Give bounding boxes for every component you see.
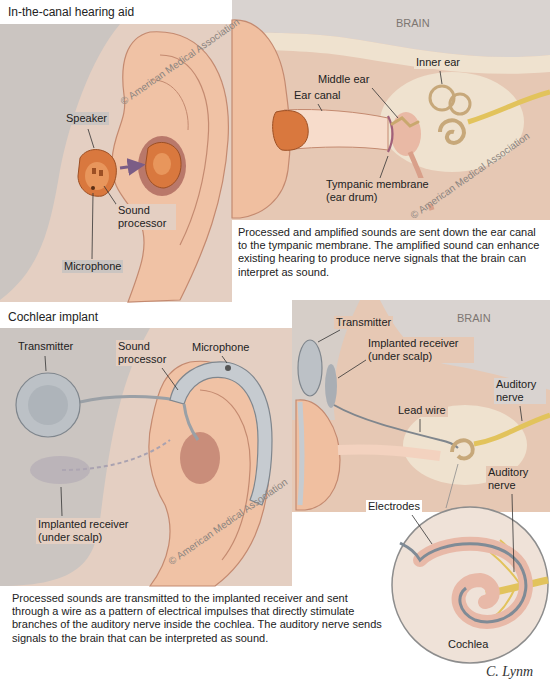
leader-line [380, 156, 388, 178]
hearing-aid [78, 150, 116, 197]
concha [180, 432, 220, 484]
part-label: Auditory nerve [486, 466, 538, 492]
cochlea [452, 440, 473, 458]
part-label: Tympanic membrane (ear drum) [324, 178, 436, 204]
tympanic-membrane [388, 116, 393, 152]
part-label: Transmitter [16, 340, 75, 353]
region-label: BRAIN [455, 312, 493, 325]
leader-line [61, 487, 62, 516]
magnify-line [446, 464, 458, 508]
caption-paragraph: Processed and amplified sounds are sent … [236, 226, 546, 279]
ossicles [392, 118, 418, 126]
watermark: © American Medical Association [407, 129, 534, 223]
section-heading: Cochlear implant [6, 310, 100, 324]
leader-line [372, 88, 398, 118]
leader-line [318, 104, 322, 111]
transmitter-coil [28, 385, 68, 425]
skin-ground [292, 300, 550, 512]
implanted-receiver [325, 364, 337, 408]
microphone [225, 365, 231, 371]
part-label: Sound processor [116, 204, 176, 230]
part-label: Microphone [190, 341, 251, 354]
nerve [468, 92, 550, 122]
leader-line [45, 356, 46, 371]
outer-ear [296, 400, 340, 510]
leader-line [318, 330, 340, 342]
part-label: Middle ear [316, 73, 371, 86]
leader-line [222, 356, 227, 363]
faceplate [85, 162, 109, 190]
skin-ground [232, 0, 550, 220]
hair [0, 328, 150, 586]
watermark: © American Medical Association [117, 15, 244, 109]
section-heading: In-the-canal hearing aid [6, 5, 136, 19]
watermark: © American Medical Association [165, 475, 292, 569]
hearing-aid [273, 111, 309, 151]
part-label: Implanted receiver (under scalp) [366, 337, 474, 363]
part-label: Electrodes [366, 500, 422, 513]
lead-wire [334, 405, 458, 448]
concha [138, 136, 186, 196]
part-label: Inner ear [414, 56, 462, 69]
leader-line [92, 193, 93, 259]
leader-line [520, 406, 522, 421]
region-label: BRAIN [394, 17, 432, 30]
middle-ear-cavity [391, 112, 421, 156]
part-label: Transmitter [334, 316, 393, 329]
ear-fold [150, 80, 188, 130]
skin-ground [0, 328, 292, 586]
hair [0, 24, 120, 300]
leader-line [162, 368, 178, 390]
leader-line [412, 515, 432, 544]
caption-paragraph: Processed sounds are transmitted to the … [10, 592, 386, 645]
part-label: Ear canal [292, 89, 342, 102]
hearing-aid-in-ear [146, 142, 181, 188]
nerve [474, 415, 550, 444]
ear-canal [338, 449, 440, 456]
leader-line [440, 71, 442, 84]
sound-processor [300, 402, 302, 505]
faceplate [153, 153, 171, 175]
button [99, 170, 103, 176]
leader-line [338, 360, 366, 378]
part-label: Auditory nerve [494, 378, 546, 404]
electrode-array [400, 543, 526, 622]
sound-processor [170, 362, 272, 505]
cochlea [440, 120, 464, 143]
artist-signature: C. Lynm [484, 664, 535, 681]
part-label: Implanted receiver (under scalp) [36, 518, 144, 544]
leader-line [512, 494, 514, 572]
part-label: Lead wire [396, 404, 448, 417]
button [92, 168, 96, 174]
leader-line [88, 129, 94, 148]
insert-arrow [120, 165, 142, 168]
transmitter [298, 340, 322, 396]
transmitter [16, 373, 80, 437]
magnified-inset [392, 507, 548, 663]
cable [80, 396, 176, 402]
part-label: Microphone [62, 260, 123, 273]
implanted-receiver [30, 456, 90, 484]
earhook [184, 404, 198, 440]
part-label: Sound processor [116, 340, 176, 366]
semicircular-canal [450, 94, 470, 114]
leader-line [420, 419, 421, 432]
part-label: Speaker [64, 112, 109, 125]
microphone-port [91, 186, 95, 190]
part-label: Cochlea [446, 638, 490, 651]
skin-ground [0, 24, 232, 302]
